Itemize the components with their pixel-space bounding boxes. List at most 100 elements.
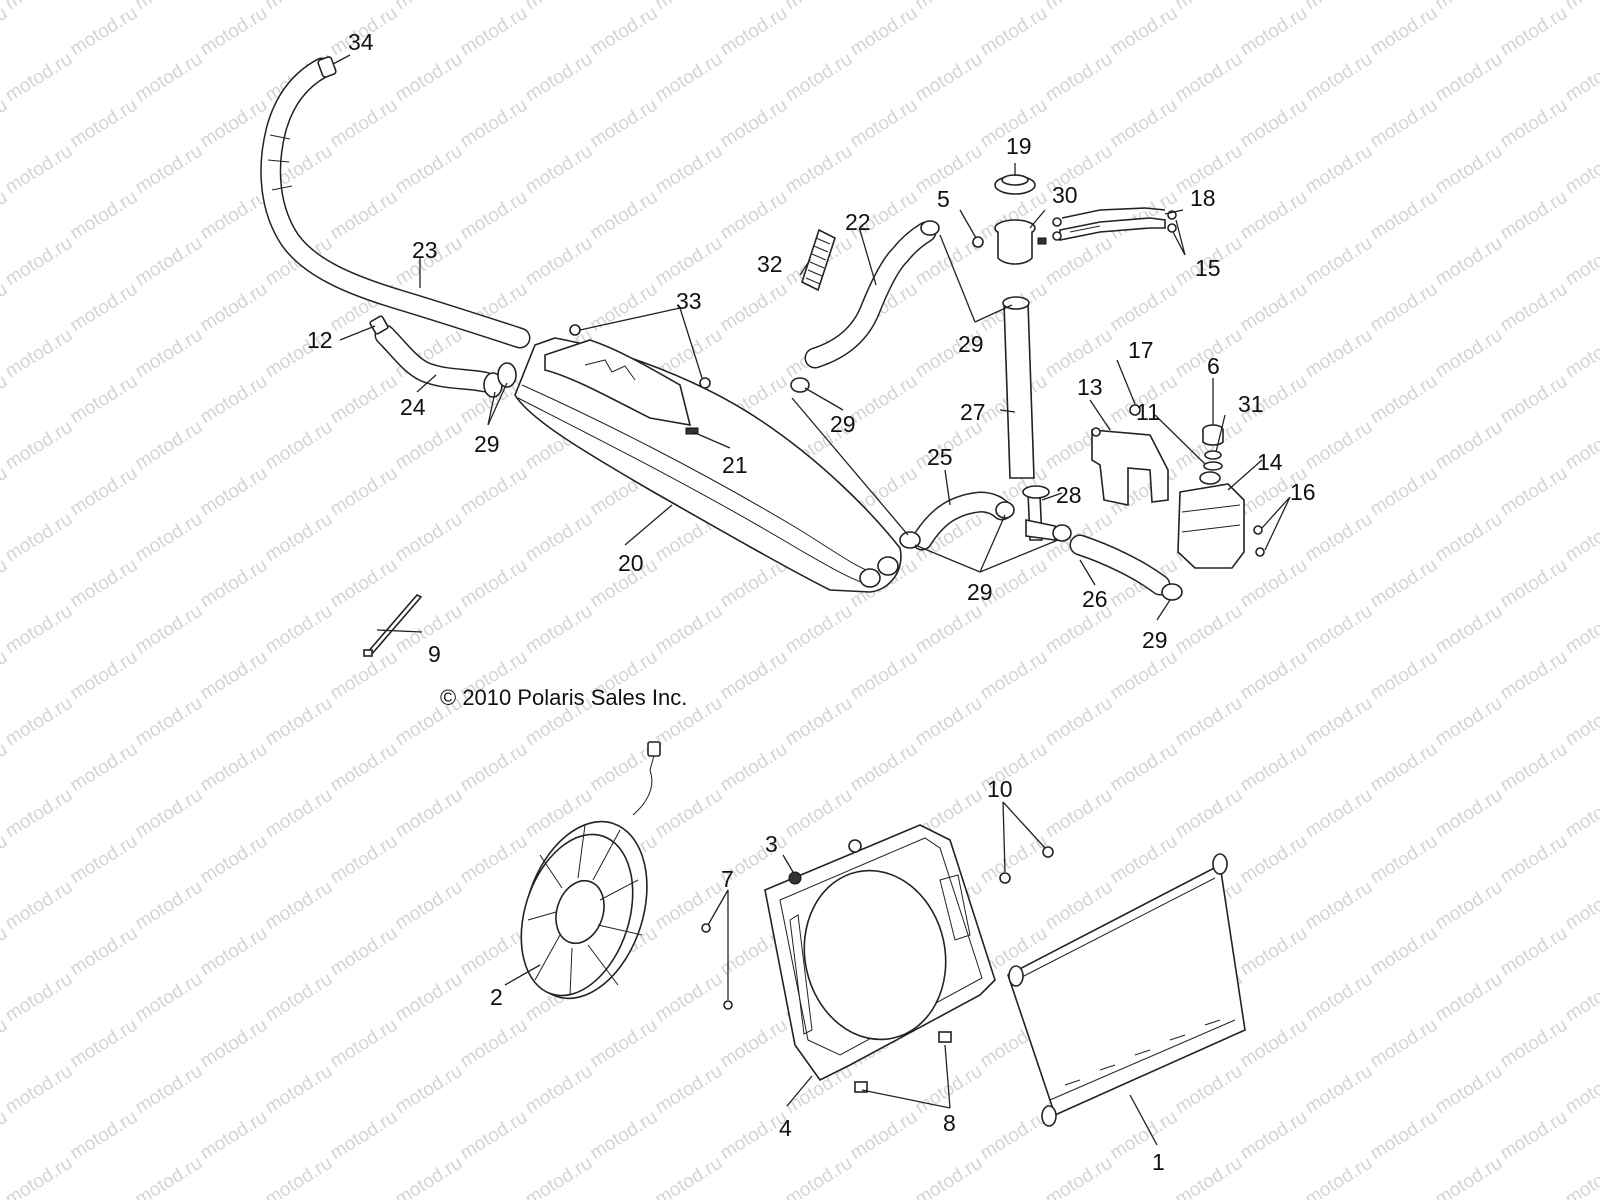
- watermark-text: motod.ru: [1107, 95, 1182, 153]
- watermark-text: motod.ru: [67, 739, 142, 797]
- hose-23: [260, 57, 531, 349]
- callout-8: 8: [943, 1110, 956, 1136]
- callout-25: 25: [927, 444, 953, 470]
- watermark-text: motod.ru: [2, 877, 77, 935]
- watermark-text: motod.ru: [652, 1061, 727, 1119]
- tube-27: [1002, 296, 1035, 479]
- watermark-text: motod.ru: [1432, 325, 1507, 383]
- watermark-text: motod.ru: [392, 1061, 467, 1119]
- watermark-text: motod.ru: [132, 509, 207, 567]
- watermark-text: motod.ru: [1432, 877, 1507, 935]
- watermark-text: motod.ru: [392, 1153, 467, 1200]
- callout-23: 23: [412, 237, 438, 263]
- sleeve-32: [801, 228, 836, 292]
- watermark-text: motod.ru: [1042, 233, 1117, 291]
- callout-10: 10: [987, 776, 1013, 802]
- hose-24: [374, 324, 496, 393]
- watermark-text: motod.ru: [197, 279, 272, 337]
- watermark-text: motod.ru: [132, 785, 207, 843]
- watermark-text: motod.ru: [587, 1015, 662, 1073]
- watermark-text: motod.ru: [457, 187, 532, 245]
- watermark-text: motod.ru: [0, 1015, 11, 1073]
- callout-32: 32: [757, 251, 783, 277]
- watermark-text: motod.ru: [1562, 0, 1600, 14]
- watermark-text: motod.ru: [1497, 187, 1572, 245]
- watermark-text: motod.ru: [1497, 3, 1572, 61]
- watermark-text: motod.ru: [782, 601, 857, 659]
- watermark-text: motod.ru: [392, 969, 467, 1027]
- callout-29: 29: [830, 411, 856, 437]
- watermark-text: motod.ru: [67, 923, 142, 981]
- watermark-text: motod.ru: [522, 1061, 597, 1119]
- watermark-text: motod.ru: [1432, 601, 1507, 659]
- watermark-text: motod.ru: [0, 831, 11, 889]
- watermark-text: motod.ru: [522, 233, 597, 291]
- watermark-text: motod.ru: [652, 1153, 727, 1200]
- watermark-text: motod.ru: [847, 3, 922, 61]
- watermark-text: motod.ru: [262, 693, 337, 751]
- watermark-text: motod.ru: [1562, 1061, 1600, 1119]
- watermark-text: motod.ru: [1302, 49, 1377, 107]
- callout-7: 7: [721, 866, 734, 892]
- clamp-11: [1203, 461, 1223, 471]
- leader-lines: [332, 54, 1291, 1146]
- watermark-text: motod.ru: [392, 417, 467, 475]
- watermark-text: motod.ru: [1497, 1107, 1572, 1165]
- watermark-text: motod.ru: [717, 739, 792, 797]
- callout-14: 14: [1257, 449, 1283, 475]
- watermark-text: motod.ru: [197, 1107, 272, 1165]
- watermark-text: motod.ru: [262, 1061, 337, 1119]
- watermark-text: motod.ru: [1107, 739, 1182, 797]
- watermark-text: motod.ru: [1302, 233, 1377, 291]
- watermark-text: motod.ru: [1562, 233, 1600, 291]
- watermark-text: motod.ru: [327, 95, 402, 153]
- callout-2: 2: [490, 984, 503, 1010]
- watermark-text: motod.ru: [522, 49, 597, 107]
- watermark-text: motod.ru: [1302, 0, 1377, 14]
- watermark-text: motod.ru: [132, 1061, 207, 1119]
- watermark-text: motod.ru: [2, 417, 77, 475]
- watermark-text: motod.ru: [1432, 0, 1507, 14]
- watermark-text: motod.ru: [392, 141, 467, 199]
- watermark-text: motod.ru: [262, 417, 337, 475]
- callout-29: 29: [474, 431, 500, 457]
- watermark-text: motod.ru: [1237, 831, 1312, 889]
- watermark-text: motod.ru: [457, 1107, 532, 1165]
- watermark-text: motod.ru: [2, 693, 77, 751]
- hose-25: [911, 491, 1013, 551]
- watermark-text: motod.ru: [1237, 3, 1312, 61]
- oil-cooler-20: [514, 337, 902, 593]
- watermark-text: motod.ru: [197, 647, 272, 705]
- watermark-text: motod.ru: [1302, 1153, 1377, 1200]
- cable-tie-9: [363, 594, 423, 657]
- watermark-text: motod.ru: [132, 601, 207, 659]
- watermark-text: motod.ru: [1237, 1015, 1312, 1073]
- watermark-text: motod.ru: [1367, 555, 1442, 613]
- watermark-text: motod.ru: [1237, 739, 1312, 797]
- watermark-text: motod.ru: [1237, 647, 1312, 705]
- clamp-15: [1052, 210, 1177, 241]
- watermark-text: motod.ru: [1497, 923, 1572, 981]
- watermark-text: motod.ru: [587, 1107, 662, 1165]
- watermark-text: motod.ru: [0, 647, 11, 705]
- watermark-text: motod.ru: [392, 877, 467, 935]
- callout-3: 3: [765, 831, 778, 857]
- watermark-text: motod.ru: [782, 785, 857, 843]
- screw-33: [569, 324, 711, 389]
- callout-13: 13: [1077, 374, 1103, 400]
- watermark-text: motod.ru: [132, 969, 207, 1027]
- watermark-text: motod.ru: [2, 969, 77, 1027]
- watermark-text: motod.ru: [1367, 371, 1442, 429]
- watermark-text: motod.ru: [2, 233, 77, 291]
- watermark-text: motod.ru: [587, 95, 662, 153]
- watermark-text: motod.ru: [2, 0, 77, 14]
- reservoir-cap-6: [1202, 424, 1224, 446]
- watermark-text: motod.ru: [1497, 647, 1572, 705]
- callout-6: 6: [1207, 353, 1220, 379]
- watermark-text: motod.ru: [262, 0, 337, 14]
- watermark-text: motod.ru: [1237, 95, 1312, 153]
- watermark-text: motod.ru: [1432, 785, 1507, 843]
- watermark-text: motod.ru: [1107, 831, 1182, 889]
- watermark-text: motod.ru: [977, 831, 1052, 889]
- watermark-text: motod.ru: [457, 923, 532, 981]
